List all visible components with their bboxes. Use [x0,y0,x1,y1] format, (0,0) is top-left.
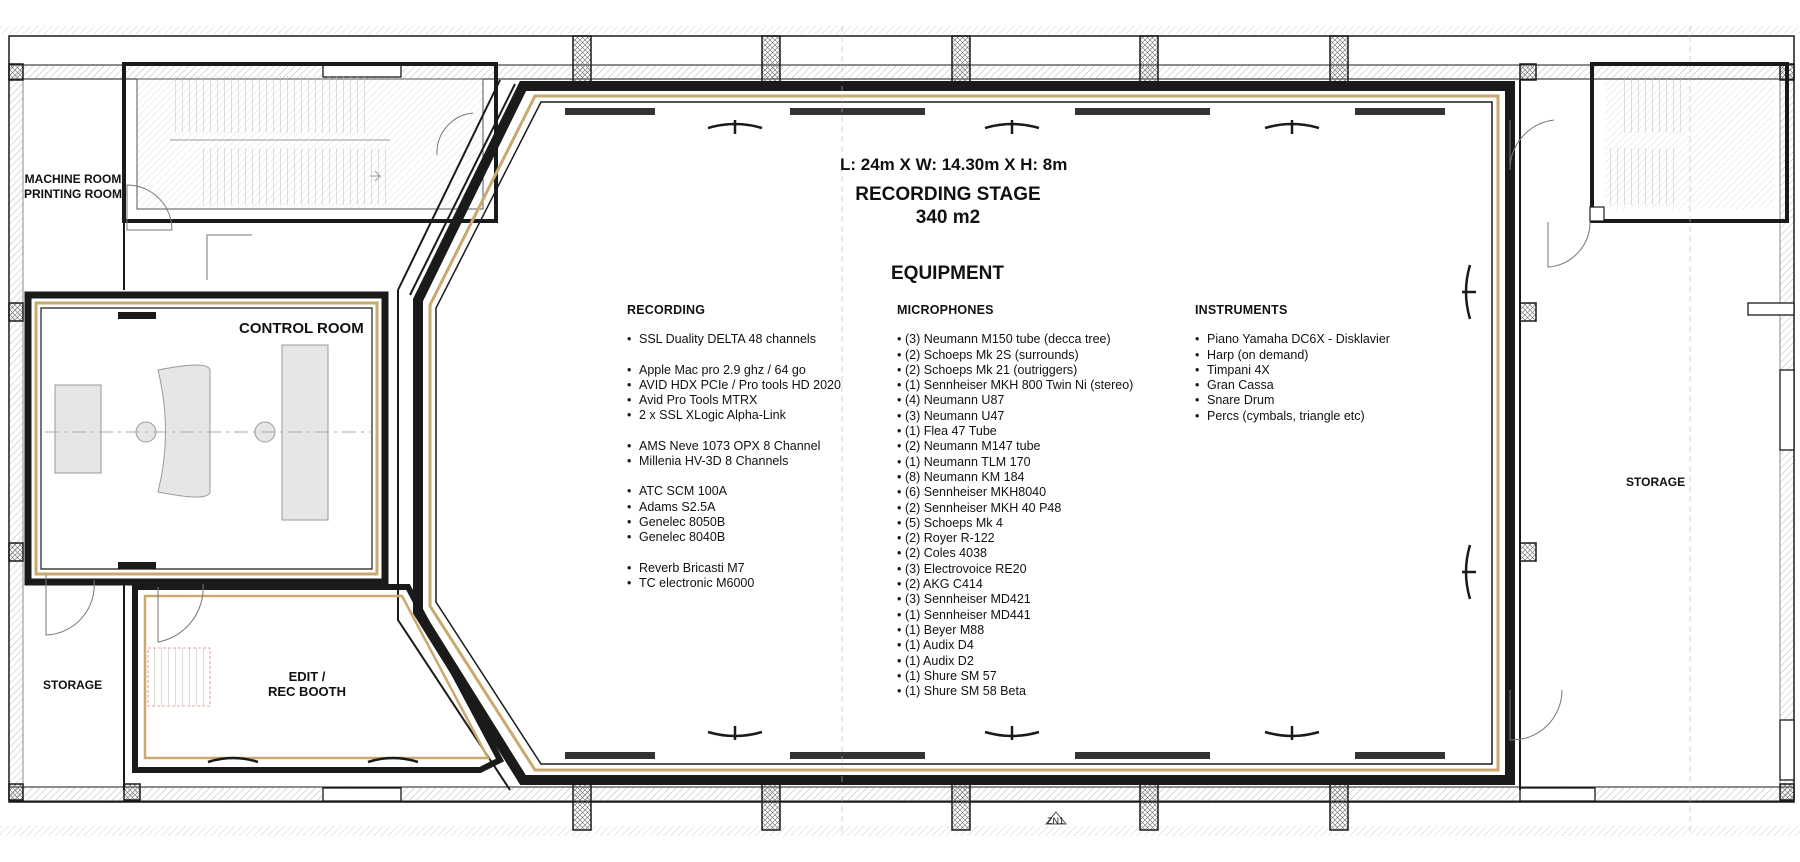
list-item: •Avid Pro Tools MTRX [627,393,758,408]
list-item: •(2) Schoeps Mk 21 (outriggers) [897,362,1078,377]
doors [45,112,1591,741]
storage-left-label: STORAGE [43,678,103,692]
microphones-heading: MICROPHONES [897,303,994,317]
list-item: •(2) Sennheiser MKH 40 P48 [897,500,1062,515]
edit-booth-label: EDIT / REC BOOTH [268,669,346,699]
list-item: •Piano Yamaha DC6X - Disklavier [1195,332,1390,347]
list-item: •AVID HDX PCIe / Pro tools HD 2020 [627,377,841,392]
machine-room-label: MACHINE ROOM PRINTING ROOM [24,172,122,201]
control-room-walls [24,291,389,586]
list-item: •(1) Flea 47 Tube [897,424,997,439]
recording-column: RECORDING •SSL Duality DELTA 48 channels… [627,303,841,591]
list-item: •(5) Schoeps Mk 4 [897,515,1003,530]
list-item: •Percs (cymbals, triangle etc) [1195,408,1365,423]
site-bands [0,26,1800,836]
edit-booth-walls [132,584,505,773]
list-item: •(1) Beyer M88 [897,622,985,637]
recording-list: •SSL Duality DELTA 48 channels •Apple Ma… [627,332,841,591]
storage-right-label: STORAGE [1626,475,1686,489]
instruments-heading: INSTRUMENTS [1195,303,1288,317]
list-item: •(1) Audix D4 [897,638,974,653]
edit-booth-hangers [207,756,419,764]
list-item: •(2) Schoeps Mk 2S (surrounds) [897,347,1079,362]
microphones-column: MICROPHONES •(3) Neumann M150 tube (decc… [897,303,1133,699]
list-item: •SSL Duality DELTA 48 channels [627,332,816,347]
list-item: •ATC SCM 100A [627,484,727,499]
wall-openings [322,63,1795,802]
list-item: •(3) Sennheiser MD421 [897,592,1031,607]
list-item: •2 x SSL XLogic Alpha-Link [627,408,786,423]
list-item: •(2) Coles 4038 [897,546,987,561]
list-item: •Timpani 4X [1195,362,1270,377]
microphones-list: •(3) Neumann M150 tube (decca tree)•(2) … [897,332,1133,699]
stage-diffusers [565,108,1445,759]
booth-stair [147,647,211,707]
instruments-column: INSTRUMENTS •Piano Yamaha DC6X - Disklav… [1195,303,1390,424]
list-item: •Apple Mac pro 2.9 ghz / 64 go [627,362,806,377]
instruments-list: •Piano Yamaha DC6X - Disklavier•Harp (on… [1195,332,1390,424]
list-item: •(3) Neumann M150 tube (decca tree) [897,332,1111,347]
stair-core-left [122,62,498,223]
reference-lines [841,26,1691,836]
list-item: •(1) Shure SM 58 Beta [897,684,1026,699]
control-room-furniture [54,344,329,521]
list-item: •(2) Royer R-122 [897,531,995,546]
list-item: •(1) Neumann TLM 170 [897,454,1031,469]
stage-walls [413,81,1515,785]
stage-title: RECORDING STAGE 340 m2 [848,183,1048,229]
control-room-speakers [118,312,156,569]
list-item: •(6) Sennheiser MKH8040 [897,485,1047,500]
list-item: •Gran Cassa [1195,378,1274,393]
stair-core-right [1589,62,1789,223]
list-item: •Millenia HV-3D 8 Channels [627,454,789,469]
zone-marker-label: ZN1 [1047,816,1065,826]
list-item: •Genelec 8040B [627,530,726,545]
stage-dimensions: L: 24m X W: 14.30m X H: 8m [840,155,1068,174]
interior-partitions [123,80,1521,790]
list-item: •AMS Neve 1073 OPX 8 Channel [627,438,821,453]
list-item: •Genelec 8050B [627,514,726,529]
list-item: •Adams S2.5A [627,499,716,514]
mic-hangers [707,120,1476,740]
stage-name: RECORDING STAGE [855,184,1041,205]
list-item: •TC electronic M6000 [627,575,755,590]
corridor [397,79,516,791]
list-item: •(2) AKG C414 [897,577,983,592]
list-item: •(3) Neumann U47 [897,408,1005,423]
stage-area: 340 m2 [915,207,981,228]
list-item: •(1) Sennheiser MKH 800 Twin Ni (stereo) [897,378,1134,393]
list-item: •Harp (on demand) [1195,347,1309,362]
list-item: •(3) Electrovoice RE20 [897,561,1027,576]
list-item: •(8) Neumann KM 184 [897,469,1025,484]
list-item: •Snare Drum [1195,393,1275,408]
control-room-label: CONTROL ROOM [239,320,364,337]
list-item: •(1) Sennheiser MD441 [897,607,1031,622]
list-item: •(1) Shure SM 57 [897,668,997,683]
list-item: •Reverb Bricasti M7 [627,560,745,575]
equipment-title: EQUIPMENT [891,263,1004,284]
zone-marker-arrow [1044,811,1068,825]
list-item: •(4) Neumann U87 [897,393,1005,408]
list-item: •(1) Audix D2 [897,653,974,668]
recording-heading: RECORDING [627,303,706,317]
list-item: •(2) Neumann M147 tube [897,439,1041,454]
